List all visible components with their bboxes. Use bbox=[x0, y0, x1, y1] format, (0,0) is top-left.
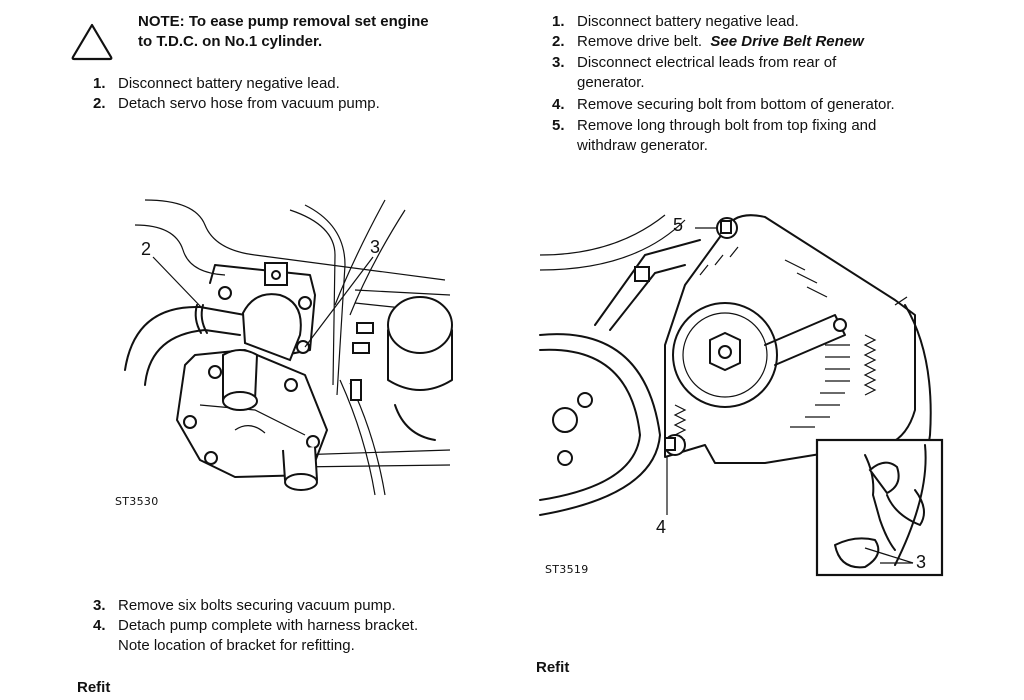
figure-code: ST3519 bbox=[545, 563, 589, 576]
step-number: 3. bbox=[93, 597, 106, 614]
step-text: Disconnect battery negative lead. bbox=[577, 13, 799, 30]
vacuum-pump-illustration: 2 3 ST3530 bbox=[105, 195, 475, 515]
right-step-4: 4. Remove securing bolt from bottom of ge… bbox=[552, 95, 895, 115]
step-text: Remove six bolts securing vacuum pump. bbox=[118, 597, 396, 614]
left-step-2: 2. Detach servo hose from vacuum pump. bbox=[93, 94, 380, 114]
drive-belt-renew-link[interactable]: See Drive Belt Renew bbox=[710, 33, 864, 50]
step-number: 2. bbox=[93, 95, 106, 112]
step-text: Remove securing bolt from bottom of gene… bbox=[577, 96, 895, 113]
step-number: 2. bbox=[552, 33, 565, 50]
right-step-3: 3. Disconnect electrical leads from rear … bbox=[552, 53, 836, 93]
step-number: 4. bbox=[93, 617, 106, 634]
step-continuation: withdraw generator. bbox=[577, 137, 708, 154]
note-line: NOTE: To ease pump removal set engine bbox=[138, 13, 429, 30]
left-step-3: 3. Remove six bolts securing vacuum pump. bbox=[93, 596, 396, 616]
callout-4: 4 bbox=[656, 517, 667, 537]
figure-code: ST3530 bbox=[115, 495, 159, 508]
note-text: NOTE: To ease pump removal set engine to… bbox=[138, 12, 498, 52]
step-text: Detach pump complete with harness bracke… bbox=[118, 617, 419, 634]
generator-illustration: 5 4 3 ST3519 bbox=[535, 195, 975, 590]
callout-3: 3 bbox=[916, 552, 927, 572]
callout-2: 2 bbox=[141, 239, 152, 259]
note-line: to T.D.C. on No.1 cylinder. bbox=[138, 33, 323, 50]
warning-triangle-icon bbox=[70, 22, 114, 62]
right-step-1: 1. Disconnect battery negative lead. bbox=[552, 12, 799, 32]
refit-heading-left: Refit bbox=[77, 679, 111, 696]
step-text: Detach servo hose from vacuum pump. bbox=[118, 95, 380, 112]
left-step-1: 1. Disconnect battery negative lead. bbox=[93, 74, 340, 94]
step-text: Disconnect battery negative lead. bbox=[118, 75, 340, 92]
refit-heading-right: Refit bbox=[536, 659, 570, 676]
left-step-4: 4. Detach pump complete with harness brac… bbox=[93, 616, 418, 656]
right-step-5: 5. Remove long through bolt from top fixi… bbox=[552, 116, 876, 156]
callout-5: 5 bbox=[673, 215, 684, 235]
callout-3: 3 bbox=[370, 237, 381, 257]
step-number: 4. bbox=[552, 96, 565, 113]
step-continuation: Note location of bracket for refitting. bbox=[118, 637, 355, 654]
right-step-2: 2. Remove drive belt. See Drive Belt Rene… bbox=[552, 32, 864, 52]
step-text: Remove long through bolt from top fixing… bbox=[577, 117, 877, 134]
step-number: 3. bbox=[552, 54, 565, 71]
step-continuation: generator. bbox=[577, 74, 645, 91]
step-number: 1. bbox=[552, 13, 565, 30]
step-text: Remove drive belt. bbox=[577, 33, 703, 50]
step-number: 1. bbox=[93, 75, 106, 92]
step-text: Disconnect electrical leads from rear of bbox=[577, 54, 837, 71]
step-number: 5. bbox=[552, 117, 565, 134]
